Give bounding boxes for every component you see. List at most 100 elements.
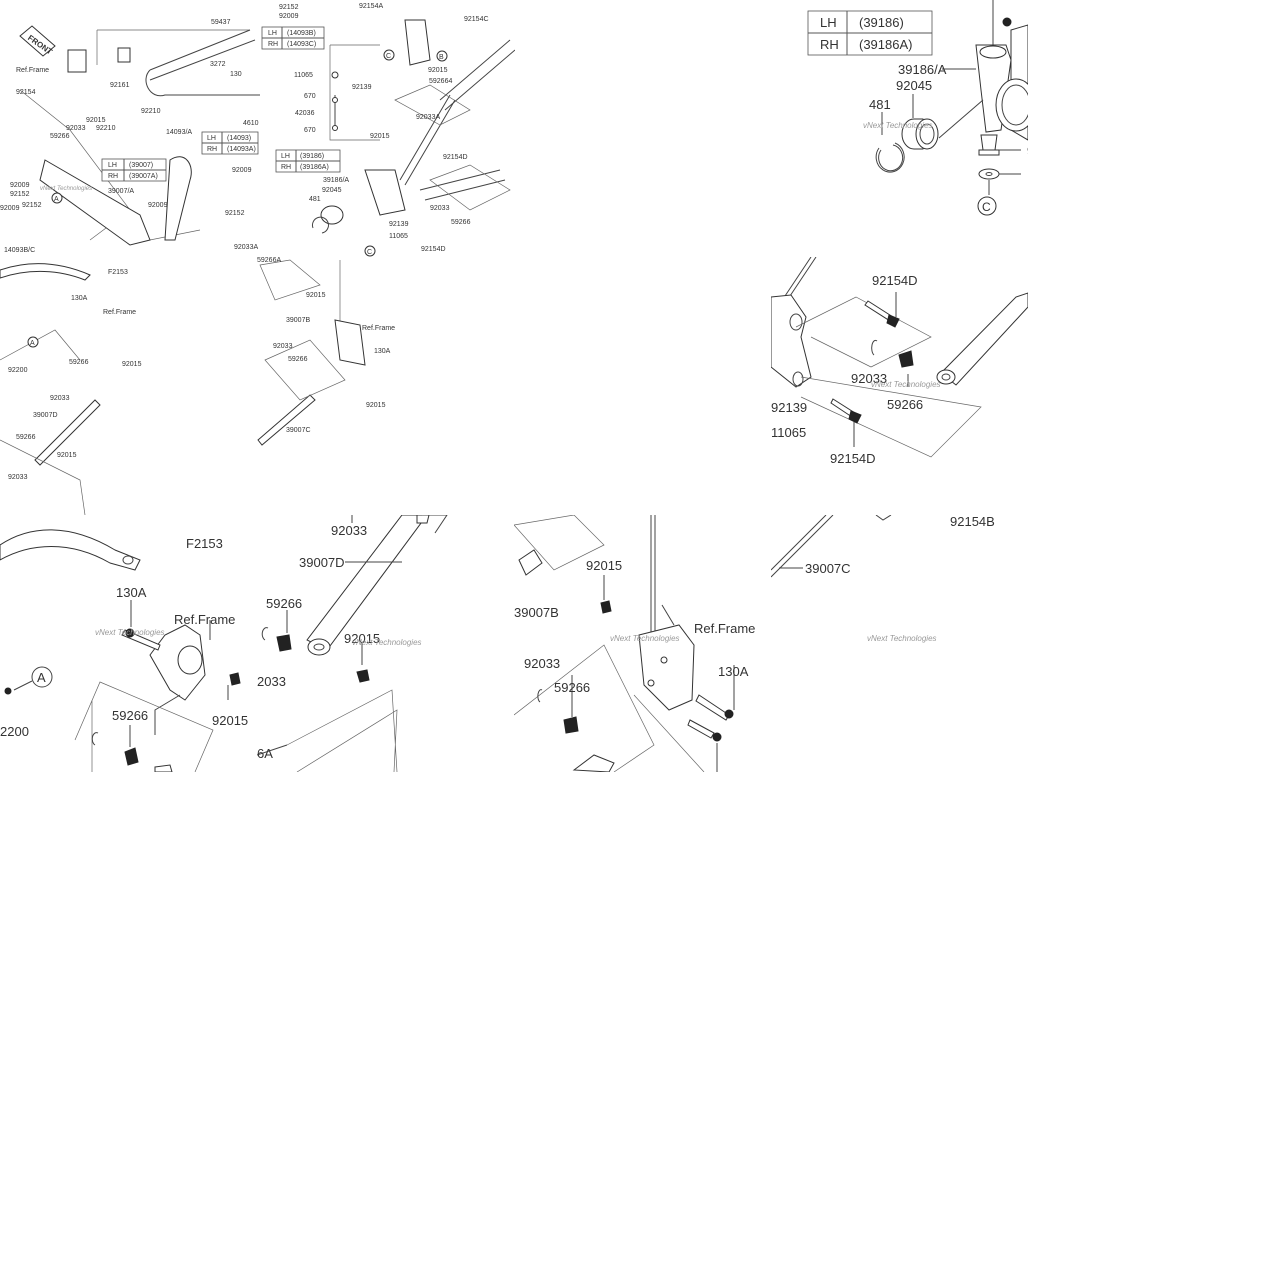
label-130a: 130A <box>718 664 749 679</box>
svg-text:4610: 4610 <box>243 120 259 127</box>
svg-text:92015: 92015 <box>57 452 77 459</box>
svg-text:92033: 92033 <box>430 205 450 212</box>
bushing-59266 <box>276 634 292 652</box>
circle-a <box>31 666 53 688</box>
svg-text:130: 130 <box>230 71 242 78</box>
svg-text:92154C: 92154C <box>464 16 489 23</box>
svg-text:(14093B): (14093B) <box>287 30 316 37</box>
svg-text:(14093C): (14093C) <box>287 41 316 48</box>
svg-text:39186/A: 39186/A <box>323 177 349 184</box>
svg-text:92152: 92152 <box>10 191 30 198</box>
svg-text:LH: LH <box>207 135 216 142</box>
table-39186: LH (39186) RH (39186A) <box>807 10 933 56</box>
svg-text:92015: 92015 <box>86 117 106 124</box>
svg-text:92210: 92210 <box>96 125 116 132</box>
overview-labels: 92152 92009 59437 92154A 92154C 92161 32… <box>0 3 489 481</box>
table-39007: LH(39007) RH(39007A) <box>101 158 167 182</box>
svg-text:59266: 59266 <box>16 434 36 441</box>
label-59266: 59266 <box>887 397 923 412</box>
watermark: vNext Technologies <box>863 121 933 130</box>
svg-text:(14093): (14093) <box>227 135 251 142</box>
svg-text:59266: 59266 <box>69 359 89 366</box>
svg-text:42036: 42036 <box>295 110 315 117</box>
svg-text:92015: 92015 <box>122 361 142 368</box>
label-92033-left: 2033 <box>257 674 286 689</box>
nut-92015 <box>600 600 612 614</box>
rod-39007c-svg: 92154B 39007C vNext Technologies <box>771 515 995 643</box>
front-bracket <box>67 49 87 73</box>
svg-text:92200: 92200 <box>8 367 28 374</box>
svg-text:92139: 92139 <box>352 84 372 91</box>
table-14093: LH(14093) RH(14093A) <box>201 131 259 155</box>
svg-text:92152: 92152 <box>225 210 245 217</box>
svg-text:92154A: 92154A <box>359 3 383 10</box>
svg-text:A: A <box>30 340 35 347</box>
rod-end-39007b <box>518 549 543 576</box>
front-bar-detail: A F2153 130A Ref.Frame 59266 92015 2200 … <box>0 515 257 772</box>
svg-text:59266: 59266 <box>451 219 471 226</box>
svg-text:Ref.Frame: Ref.Frame <box>103 309 136 316</box>
overview-diagram: FRONT LH(14093B) RH( <box>0 0 515 515</box>
svg-text:59437: 59437 <box>211 19 231 26</box>
svg-text:92210: 92210 <box>141 108 161 115</box>
svg-text:39007D: 39007D <box>33 412 58 419</box>
label-59266a: 6A <box>257 746 273 761</box>
svg-text:C: C <box>982 200 991 214</box>
stabilizer-bar-end <box>0 529 141 571</box>
svg-text:92033: 92033 <box>273 343 293 350</box>
svg-text:92139: 92139 <box>389 221 409 228</box>
svg-text:Ref.Frame: Ref.Frame <box>362 325 395 332</box>
circlip-481 <box>875 142 905 173</box>
table-39186-small: LH(39186) RH(39186A) <box>275 149 341 173</box>
svg-text:92009: 92009 <box>232 167 252 174</box>
svg-text:LH: LH <box>281 153 290 160</box>
knuckle-bore <box>995 78 1028 132</box>
svg-text:(39186A): (39186A) <box>300 164 329 171</box>
label-39007d: 39007D <box>299 555 345 570</box>
svg-text:LH: LH <box>268 30 277 37</box>
svg-text:92154D: 92154D <box>421 246 446 253</box>
ref-frame-bracket <box>334 319 366 366</box>
label-92033-top: 92033 <box>331 523 367 538</box>
svg-text:39007/A: 39007/A <box>108 188 134 195</box>
label-92033: 92033 <box>524 656 560 671</box>
svg-text:C: C <box>386 53 391 60</box>
svg-text:92033: 92033 <box>8 474 28 481</box>
front-arrow-icon: FRONT <box>19 25 56 57</box>
label-11065: 11065 <box>771 425 806 440</box>
watermark: vNext Technologies <box>352 638 422 647</box>
svg-text:14093/A: 14093/A <box>166 129 192 136</box>
svg-text:59266: 59266 <box>50 133 70 140</box>
label-92154d-bottom: 92154D <box>830 451 876 466</box>
svg-text:(39007): (39007) <box>129 162 153 169</box>
stabilizer-bar <box>0 263 91 281</box>
bolt-130a <box>695 694 730 721</box>
svg-text:(39186): (39186) <box>859 15 904 30</box>
rear-bracket-detail: 92015 39007B Ref.Frame 92033 59266 130A … <box>514 515 771 772</box>
bushing-59266 <box>563 716 579 734</box>
svg-text:92154: 92154 <box>16 89 36 96</box>
upper-bracket <box>404 19 431 66</box>
svg-text:39007B: 39007B <box>286 317 310 324</box>
circle-c <box>977 196 997 216</box>
svg-text:RH: RH <box>281 164 291 171</box>
clip-92033 <box>871 339 878 356</box>
label-39007c: 39007C <box>805 561 851 576</box>
knuckle-svg: LH (39186) RH (39186A) C 39186/ <box>807 0 1028 216</box>
svg-text:11065: 11065 <box>294 72 313 79</box>
svg-text:B: B <box>439 54 444 61</box>
svg-text:92161: 92161 <box>110 82 130 89</box>
circle-markers: A A B C C <box>27 49 448 348</box>
knuckle <box>364 169 406 216</box>
label-39007b: 39007B <box>514 605 559 620</box>
label-92200: 2200 <box>0 724 29 739</box>
svg-text:14093B/C: 14093B/C <box>4 247 35 254</box>
svg-text:92033: 92033 <box>66 125 86 132</box>
label-59266: 59266 <box>554 680 590 695</box>
label-59266: 59266 <box>112 708 148 723</box>
svg-text:92033A: 92033A <box>234 244 258 251</box>
label-92154b: 92154B <box>950 515 995 529</box>
label-f2153: F2153 <box>186 536 223 551</box>
label-92033: 92033 <box>851 371 887 386</box>
svg-text:RH: RH <box>207 146 217 153</box>
